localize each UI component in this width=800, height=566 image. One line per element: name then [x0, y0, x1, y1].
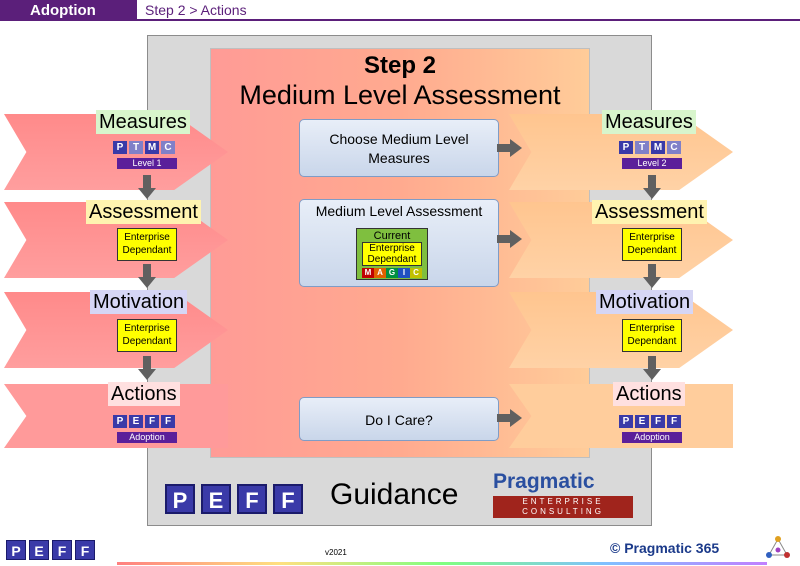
magic-current-card: Current Enterprise Dependant M A G I C — [356, 228, 428, 280]
right-assessment-label: Assessment — [592, 200, 707, 224]
right-arrow-icon — [497, 139, 523, 157]
left-assessment-value: Enterprise Dependant — [117, 228, 177, 261]
logo-letter: T — [129, 141, 143, 154]
network-icon — [766, 536, 790, 558]
logo-letter: E — [635, 415, 649, 428]
peff-logo-large: P E F F — [165, 484, 303, 514]
left-measures-label: Measures — [96, 110, 190, 134]
logo-letter: E — [129, 415, 143, 428]
down-arrow-icon — [643, 264, 661, 288]
step-title: Step 2 — [363, 52, 437, 79]
right-arrow-icon — [497, 230, 523, 248]
current-value: Enterprise Dependant — [362, 242, 422, 266]
magic-letter: G — [386, 268, 398, 278]
current-label: Current — [373, 230, 411, 242]
left-motivation-value: Enterprise Dependant — [117, 319, 177, 352]
logo-letter: F — [237, 484, 267, 514]
breadcrumb: Step 2 > Actions — [137, 0, 800, 21]
right-level-badge: Level 2 — [622, 158, 682, 169]
logo-letter: P — [165, 484, 195, 514]
value-line: Dependant — [627, 245, 677, 256]
logo-letter: P — [619, 415, 633, 428]
down-arrow-icon — [643, 175, 661, 199]
right-assessment-value: Enterprise Dependant — [622, 228, 682, 261]
value-line: Enterprise — [629, 323, 675, 334]
box-line: Measures — [368, 150, 430, 166]
logo-letter: E — [201, 484, 231, 514]
box-line: Choose Medium Level — [329, 131, 469, 147]
left-assessment-label: Assessment — [86, 200, 201, 224]
logo-letter: P — [113, 141, 127, 154]
section-tag: Adoption — [0, 0, 137, 21]
down-arrow-icon — [138, 264, 156, 288]
logo-letter: F — [667, 415, 681, 428]
left-actions-label: Actions — [108, 382, 180, 406]
down-arrow-icon — [138, 175, 156, 199]
do-i-care-box: Do I Care? — [299, 397, 499, 441]
logo-letter: F — [651, 415, 665, 428]
logo-letter: F — [52, 540, 72, 560]
value-line: Dependant — [367, 254, 417, 265]
logo-letter: E — [29, 540, 49, 560]
pragmatic-logo-subtitle: ENTERPRISE CONSULTING — [493, 496, 633, 518]
value-line: Enterprise — [369, 243, 415, 254]
right-measures-label: Measures — [602, 110, 696, 134]
left-motivation-label: Motivation — [90, 290, 188, 314]
value-line: Enterprise — [629, 232, 675, 243]
magic-letter: C — [410, 268, 422, 278]
magic-letters: M A G I C — [362, 268, 422, 278]
copyright-label: © Pragmatic 365 — [610, 540, 720, 556]
logo-letter: T — [635, 141, 649, 154]
value-line: Dependant — [122, 245, 172, 256]
left-peff-logo: P E F F — [113, 415, 175, 428]
logo-letter: F — [161, 415, 175, 428]
right-adoption-badge: Adoption — [622, 432, 682, 443]
logo-letter: P — [6, 540, 26, 560]
magic-letter: I — [398, 268, 410, 278]
value-line: Enterprise — [124, 323, 170, 334]
pragmatic-logo-title: Pragmatic — [493, 470, 595, 493]
logo-line: CONSULTING — [522, 507, 604, 516]
version-label: v2021 — [325, 548, 347, 557]
left-ptmc-logo: P T M C — [113, 141, 175, 154]
magic-letter: M — [362, 268, 374, 278]
down-arrow-icon — [643, 356, 661, 380]
logo-letter: F — [273, 484, 303, 514]
logo-letter: M — [145, 141, 159, 154]
logo-letter: C — [667, 141, 681, 154]
magic-letter: A — [374, 268, 386, 278]
down-arrow-icon — [138, 356, 156, 380]
left-adoption-badge: Adoption — [117, 432, 177, 443]
value-line: Dependant — [122, 336, 172, 347]
logo-letter: C — [161, 141, 175, 154]
choose-measures-box: Choose Medium Level Measures — [299, 119, 499, 177]
logo-letter: F — [75, 540, 95, 560]
step-subtitle: Medium Level Assessment — [239, 80, 561, 110]
right-ptmc-logo: P T M C — [619, 141, 681, 154]
logo-letter: M — [651, 141, 665, 154]
logo-line: ENTERPRISE — [522, 497, 604, 506]
right-peff-logo: P E F F — [619, 415, 681, 428]
box-title: Medium Level Assessment — [315, 203, 483, 219]
footer-rule — [117, 562, 767, 565]
logo-letter: F — [145, 415, 159, 428]
right-actions-label: Actions — [613, 382, 685, 406]
peff-logo-footer: P E F F — [6, 540, 95, 560]
right-motivation-value: Enterprise Dependant — [622, 319, 682, 352]
logo-letter: P — [113, 415, 127, 428]
value-line: Enterprise — [124, 232, 170, 243]
value-line: Dependant — [627, 336, 677, 347]
right-motivation-label: Motivation — [596, 290, 694, 314]
right-arrow-icon — [497, 409, 523, 427]
left-level-badge: Level 1 — [117, 158, 177, 169]
logo-letter: P — [619, 141, 633, 154]
guidance-label: Guidance — [330, 478, 459, 511]
